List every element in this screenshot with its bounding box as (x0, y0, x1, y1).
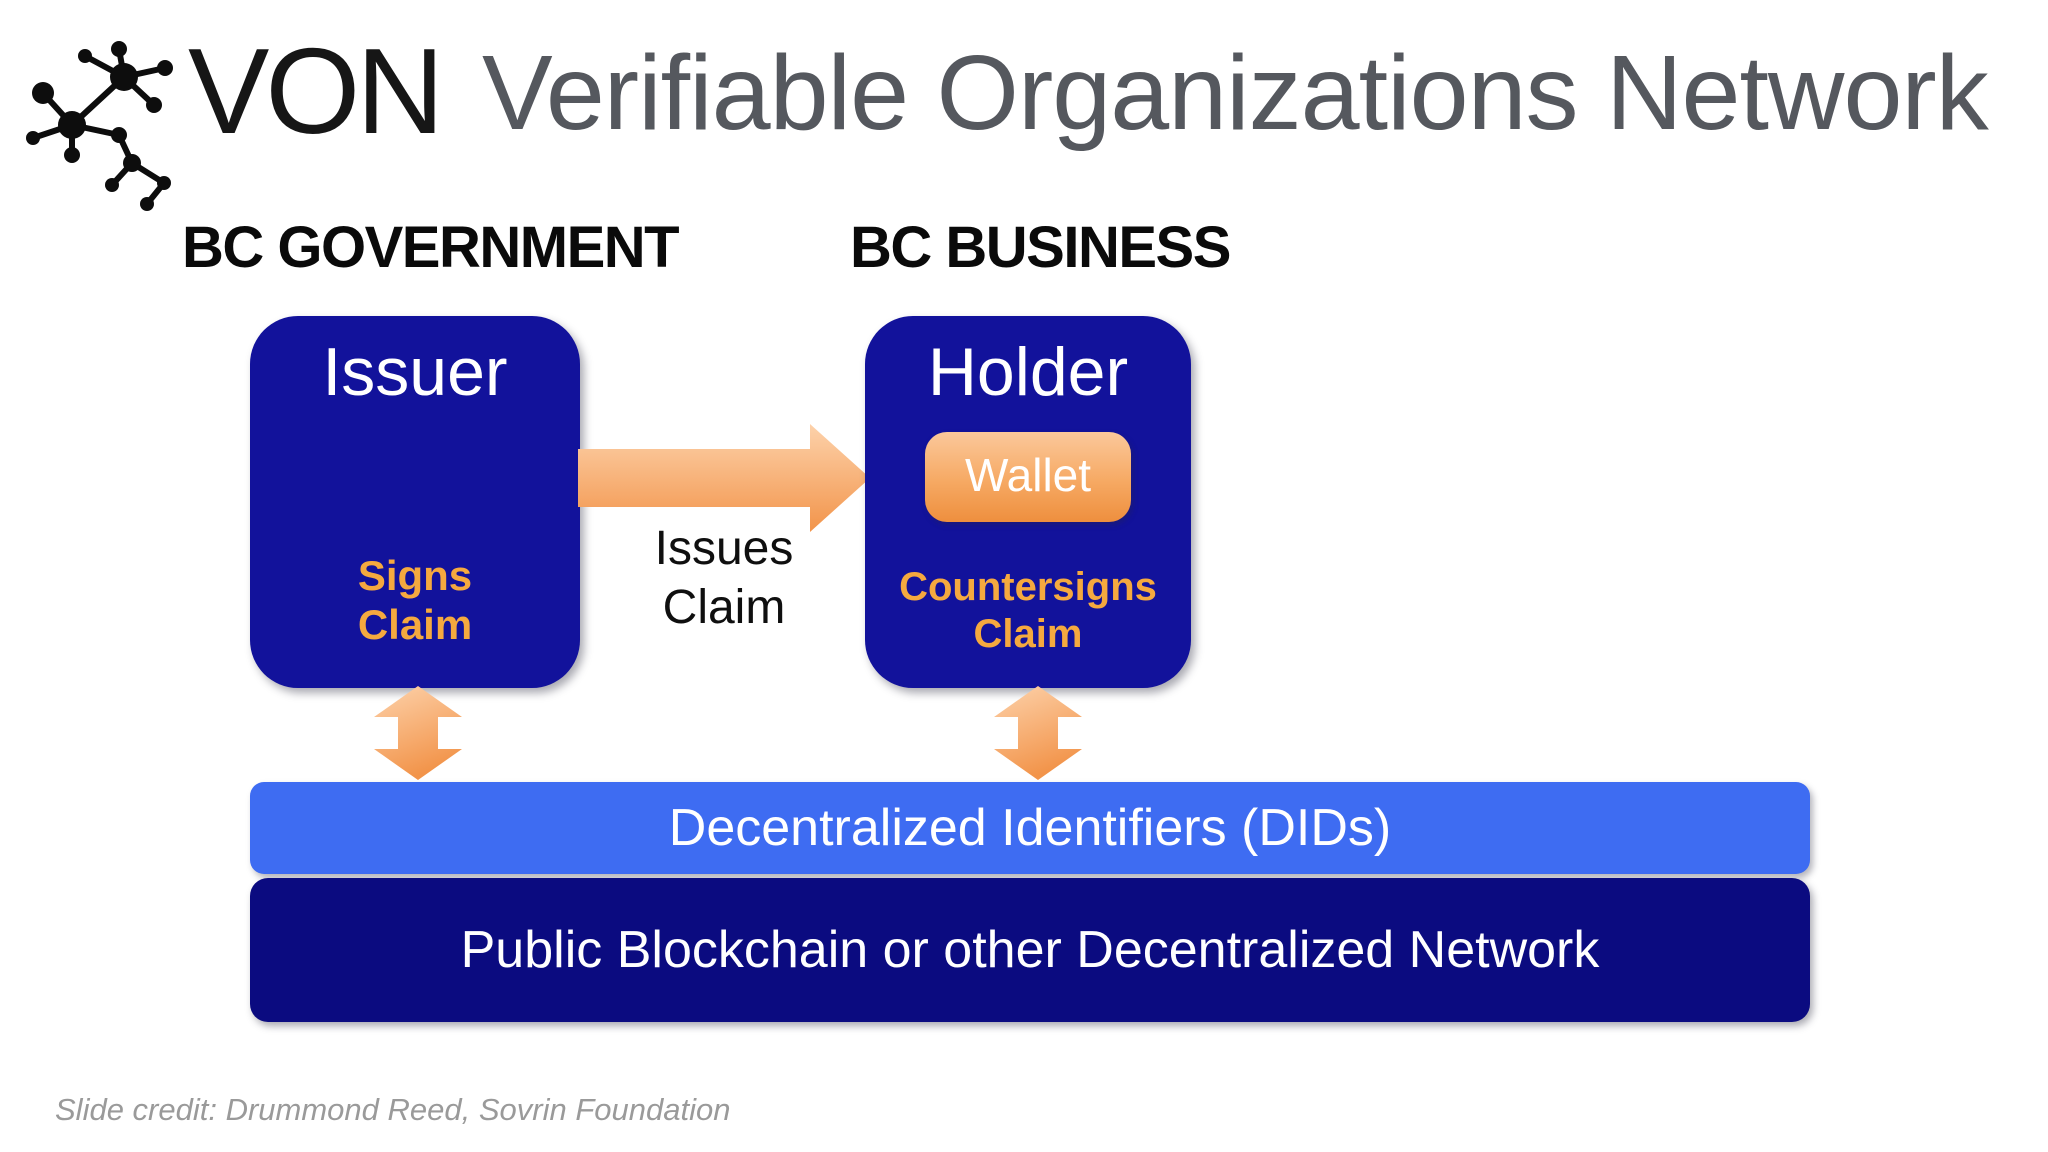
blockchain-layer-bar: Public Blockchain or other Decentralized… (250, 878, 1810, 1022)
holder-action-line1: Countersigns (899, 564, 1157, 609)
holder-action-line2: Claim (973, 611, 1083, 656)
issuer-box: Issuer Signs Claim (250, 316, 580, 688)
issuer-action-label: Signs Claim (250, 551, 580, 650)
holder-box: Holder Wallet Countersigns Claim (865, 316, 1191, 688)
flow-label-line2: Claim (662, 580, 786, 634)
did-layer-bar: Decentralized Identifiers (DIDs) (250, 782, 1810, 874)
slide-credit: Slide credit: Drummond Reed, Sovrin Foun… (55, 1092, 731, 1127)
issuer-title: Issuer (322, 334, 508, 410)
page-title: Verifiable Organizations Network (482, 34, 1989, 152)
von-network-logo-icon (26, 41, 173, 211)
holder-did-updown-arrow-icon (994, 686, 1082, 780)
issuer-action-line2: Claim (357, 601, 473, 649)
column-label-bc-government: BC GOVERNMENT (182, 215, 680, 280)
holder-action-label: Countersigns Claim (865, 564, 1191, 658)
did-layer-label: Decentralized Identifiers (DIDs) (668, 799, 1392, 857)
wallet-box: Wallet (925, 432, 1131, 522)
flow-arrow-label: Issues Claim (578, 520, 870, 637)
blockchain-layer-label: Public Blockchain or other Decentralized… (460, 921, 1600, 979)
flow-label-line1: Issues (654, 522, 794, 575)
holder-title: Holder (927, 334, 1129, 410)
issuer-did-updown-arrow-icon (374, 686, 462, 780)
column-label-bc-business: BC BUSINESS (850, 215, 1231, 280)
issuer-action-line1: Signs (357, 551, 473, 599)
brand-wordmark: VON (188, 23, 444, 159)
wallet-label: Wallet (964, 449, 1092, 501)
issues-claim-arrow-icon (578, 424, 870, 532)
